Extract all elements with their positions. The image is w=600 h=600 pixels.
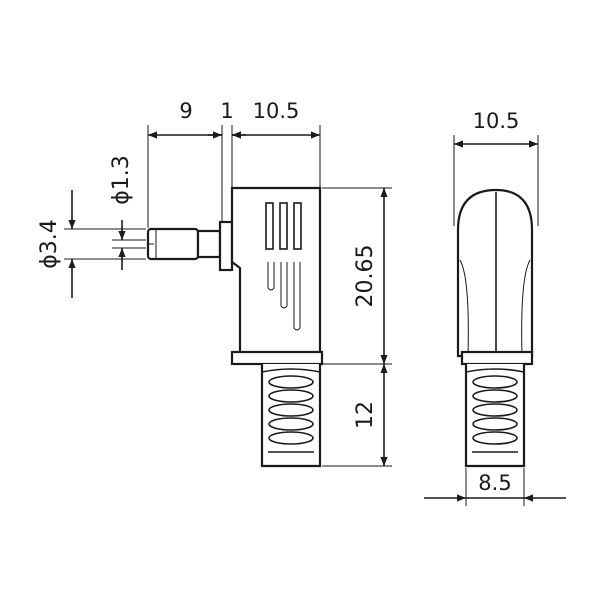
dim-tip-length: 9 (179, 99, 192, 123)
dim-body-height: 20.65 (353, 245, 378, 308)
strain-relief-front (464, 364, 526, 468)
dim-front-body-width: 10.5 (473, 109, 520, 133)
plug-housing (230, 186, 324, 366)
dim-body-width: 10.5 (253, 99, 300, 123)
dim-outer-diameter: ϕ3.4 (37, 219, 62, 269)
strain-relief-side (260, 364, 322, 468)
plug-barrel (146, 220, 234, 272)
dim-pin-diameter: ϕ1.3 (109, 155, 134, 205)
side-view: 9 1 10.5 20.65 12 ϕ3.4 ϕ1.3 (37, 99, 392, 468)
dim-strain-relief-length: 12 (353, 401, 378, 429)
dim-front-strain-relief-width: 8.5 (478, 471, 511, 495)
front-view: 10.5 8.5 (424, 109, 566, 506)
dim-collar: 1 (220, 99, 233, 123)
plug-housing-front (456, 188, 534, 366)
